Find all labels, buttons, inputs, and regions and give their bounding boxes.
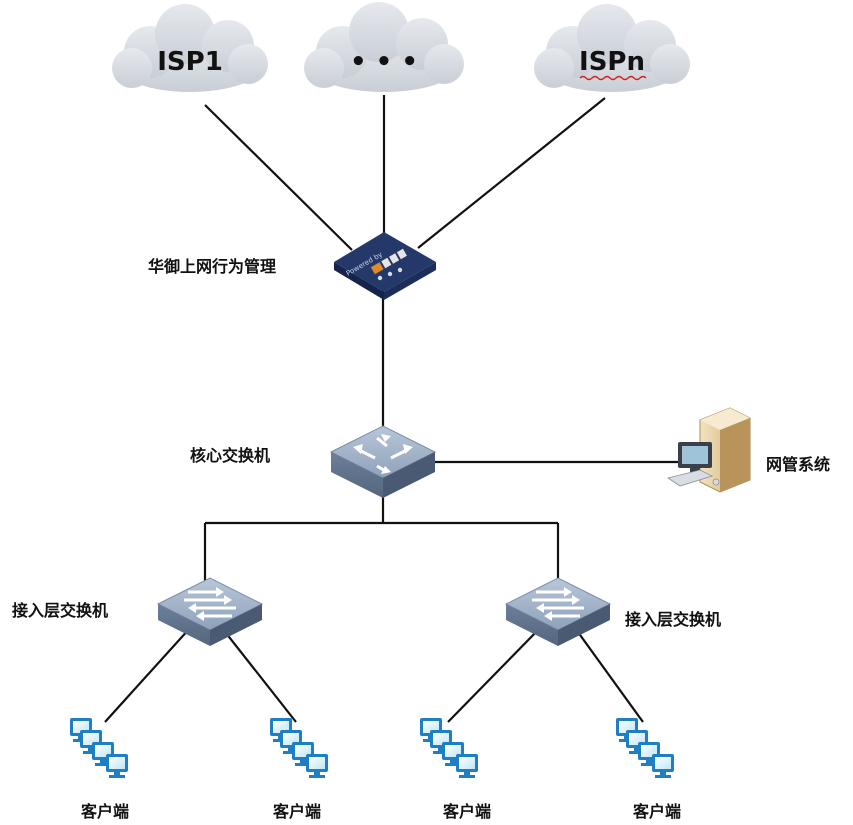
access-switch-label: 接入层交换机 <box>12 601 108 620</box>
client-computers-icon <box>270 718 328 778</box>
switch-icon <box>504 577 612 646</box>
cloud-label: • • • <box>350 47 418 77</box>
client-label: 客户端 <box>443 802 491 821</box>
gateway-label: 华御上网行为管理 <box>148 257 276 276</box>
link-access-left-client1 <box>104 627 191 723</box>
router-switch-icon <box>329 425 437 498</box>
switch-icon <box>156 577 264 646</box>
access-switch: 接入层交换机 <box>12 577 264 646</box>
access-switch-label: 接入层交换机 <box>625 610 721 629</box>
isp-cloud: ISP1 <box>112 4 268 92</box>
security-appliance-icon: Powered by <box>334 232 436 300</box>
spellcheck-underline <box>579 75 647 81</box>
cloud-label: ISPn <box>579 47 645 77</box>
link-access-right-client4 <box>574 627 644 723</box>
gateway-device: Powered by 华御上网行为管理 <box>148 232 436 300</box>
client-node: 客户端 <box>420 718 491 821</box>
client-label: 客户端 <box>273 802 321 821</box>
client-computers-icon <box>70 718 128 778</box>
client-computers-icon <box>616 718 674 778</box>
cloud-icon <box>534 4 690 92</box>
core-switch-label: 核心交换机 <box>190 446 270 465</box>
client-node: 客户端 <box>70 718 129 821</box>
link-access-right-client3 <box>447 627 541 723</box>
nms-station: 网管系统 <box>667 407 830 493</box>
isp-cloud: ISPn <box>534 4 690 92</box>
cloud-icon <box>112 4 268 92</box>
link-ispn-gateway <box>417 97 606 249</box>
link-access-left-client2 <box>221 627 297 723</box>
client-label: 客户端 <box>633 802 681 821</box>
client-node: 客户端 <box>270 718 328 821</box>
client-computers-icon <box>420 718 478 778</box>
nms-label: 网管系统 <box>766 455 830 474</box>
isp-cloud: • • • <box>304 2 464 92</box>
client-label: 客户端 <box>81 802 129 821</box>
access-switch: 接入层交换机 <box>504 577 721 646</box>
server-workstation-icon <box>667 407 751 493</box>
core-switch: 核心交换机 <box>190 425 437 498</box>
client-node: 客户端 <box>616 718 681 821</box>
link-isp1-gateway <box>204 104 353 251</box>
cloud-icon <box>304 2 464 92</box>
cloud-label: ISP1 <box>157 47 223 77</box>
